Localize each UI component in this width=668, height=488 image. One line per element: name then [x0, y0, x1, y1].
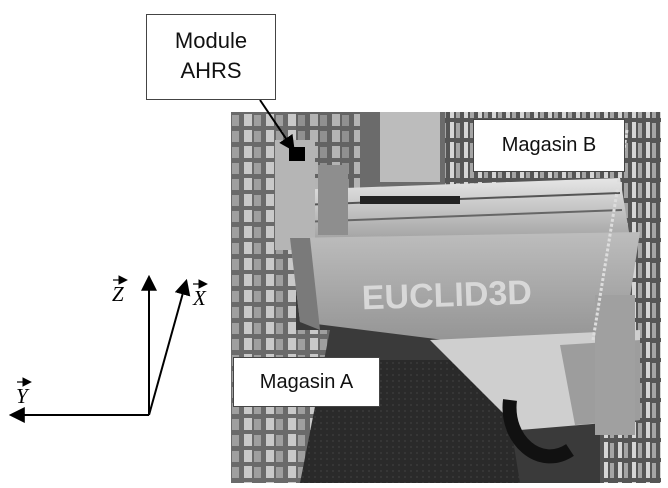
magasin-b-label: Magasin B — [473, 119, 625, 172]
module-pointer-arrow — [259, 99, 295, 152]
x-axis-label: X — [193, 286, 206, 310]
euclid3d-logo: EUCLID3D — [361, 274, 532, 318]
module-ahrs-label: Module AHRS — [146, 14, 276, 100]
module-ahrs-line1: Module — [174, 28, 248, 53]
module-ahrs-line2: AHRS — [180, 58, 242, 83]
ahrs-module-marker — [289, 147, 305, 161]
z-axis-label: Z — [112, 282, 124, 306]
x-axis-arrow — [148, 278, 191, 416]
y-axis-label: Y — [16, 384, 28, 408]
magasin-a-label: Magasin A — [233, 357, 380, 407]
axes-diagram — [8, 274, 208, 423]
